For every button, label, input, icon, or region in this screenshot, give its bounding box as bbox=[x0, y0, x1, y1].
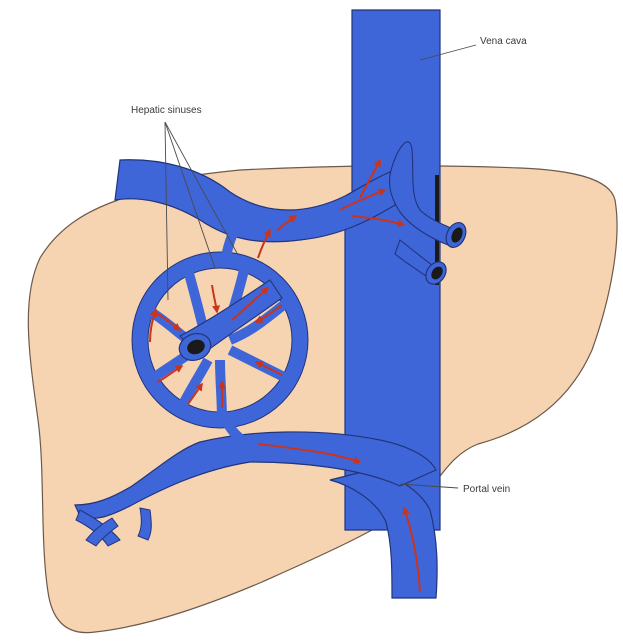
hepatic-sinuses-label: Hepatic sinuses bbox=[131, 105, 202, 116]
vena-cava-label: Vena cava bbox=[480, 36, 527, 47]
portal-vein-label: Portal vein bbox=[463, 484, 510, 495]
